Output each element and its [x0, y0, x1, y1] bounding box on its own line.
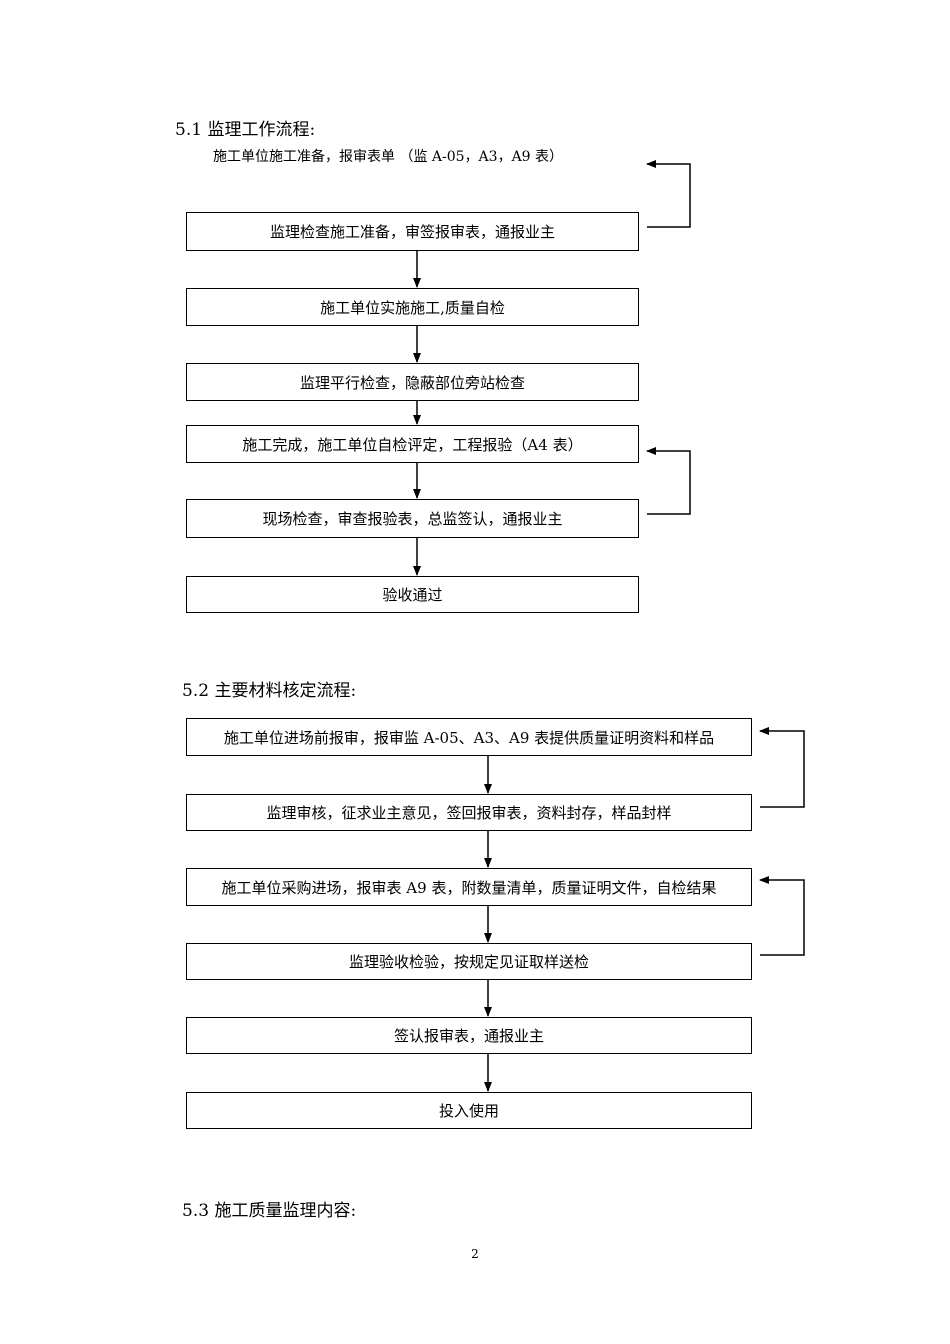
- flow2-step-1: 施工单位进场前报审，报审监 A-05、A3、A9 表提供质量证明资料和样品: [186, 718, 752, 756]
- flow1-step-5: 现场检查，审查报验表，总监签认，通报业主: [186, 499, 639, 538]
- section-5-3-heading: 5.3 施工质量监理内容:: [182, 1201, 357, 1221]
- flow1-step-4: 施工完成，施工单位自检评定，工程报验（A4 表）: [186, 425, 639, 463]
- flow2-step-3: 施工单位采购进场，报审表 A9 表，附数量清单，质量证明文件，自检结果: [186, 868, 752, 906]
- flow2-step-6: 投入使用: [186, 1092, 752, 1129]
- flow1-feedback-loop-2: [646, 447, 691, 515]
- flow1-step-6: 验收通过: [186, 576, 639, 613]
- flow2-step-4: 监理验收检验，按规定见证取样送检: [186, 943, 752, 980]
- section-5-2-heading: 5.2 主要材料核定流程:: [182, 681, 357, 701]
- flow1-feedback-loop-1: [646, 160, 691, 228]
- page-number: 2: [471, 1247, 479, 1261]
- flow1-step-3: 监理平行检查，隐蔽部位旁站检查: [186, 363, 639, 401]
- flow2-step-5: 签认报审表，通报业主: [186, 1017, 752, 1054]
- section-5-1-heading: 5.1 监理工作流程:: [175, 120, 316, 140]
- flow2-step-2: 监理审核，征求业主意见，签回报审表，资料封存，样品封样: [186, 794, 752, 831]
- flow2-feedback-loop-1: [759, 727, 805, 808]
- flow2-feedback-loop-2: [759, 876, 805, 956]
- flow1-step-2: 施工单位实施施工,质量自检: [186, 288, 639, 326]
- flow1-step-1: 监理检查施工准备，审签报审表，通报业主: [186, 212, 639, 251]
- flow1-intro-text: 施工单位施工准备，报审表单 （监 A-05，A3，A9 表）: [213, 149, 564, 165]
